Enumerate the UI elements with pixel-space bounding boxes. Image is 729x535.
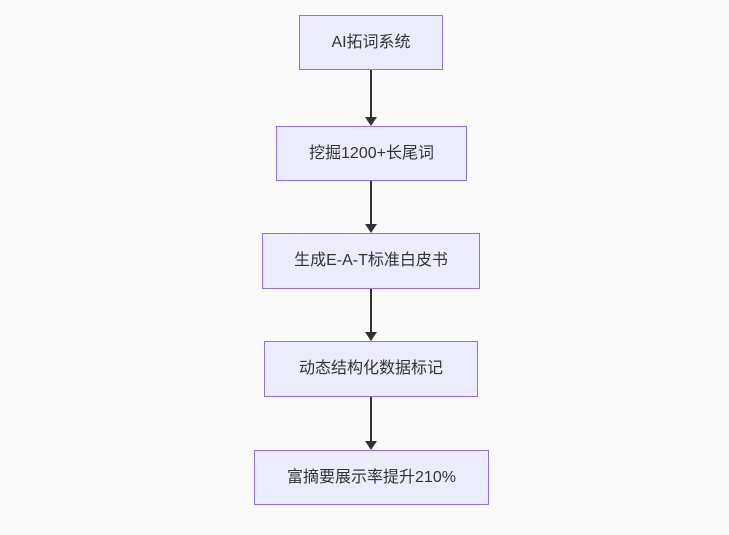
edge-line xyxy=(370,289,372,332)
flowchart-edge-2 xyxy=(365,181,377,233)
edge-line xyxy=(370,181,372,224)
flowchart-edge-4 xyxy=(365,397,377,450)
arrowhead-down-icon xyxy=(365,224,377,233)
flowchart-node-ai-keyword-system: AI拓词系统 xyxy=(299,15,443,70)
flowchart-edge-1 xyxy=(365,70,377,126)
flowchart-node-longtail-mining: 挖掘1200+长尾词 xyxy=(276,126,467,181)
flowchart-node-structured-data-markup: 动态结构化数据标记 xyxy=(264,341,478,397)
flowchart-node-rich-snippet-result: 富摘要展示率提升210% xyxy=(254,450,489,505)
edge-line xyxy=(370,70,372,117)
node-label: AI拓词系统 xyxy=(331,33,411,51)
arrowhead-down-icon xyxy=(365,332,377,341)
node-label: 动态结构化数据标记 xyxy=(298,360,443,378)
node-label: 挖掘1200+长尾词 xyxy=(309,144,434,162)
edge-line xyxy=(370,397,372,441)
node-label: 生成E-A-T标准白皮书 xyxy=(294,252,448,270)
arrowhead-down-icon xyxy=(365,441,377,450)
arrowhead-down-icon xyxy=(365,117,377,126)
flowchart-node-eat-whitepaper: 生成E-A-T标准白皮书 xyxy=(262,233,480,289)
node-label: 富摘要展示率提升210% xyxy=(287,468,456,486)
flowchart-edge-3 xyxy=(365,289,377,341)
